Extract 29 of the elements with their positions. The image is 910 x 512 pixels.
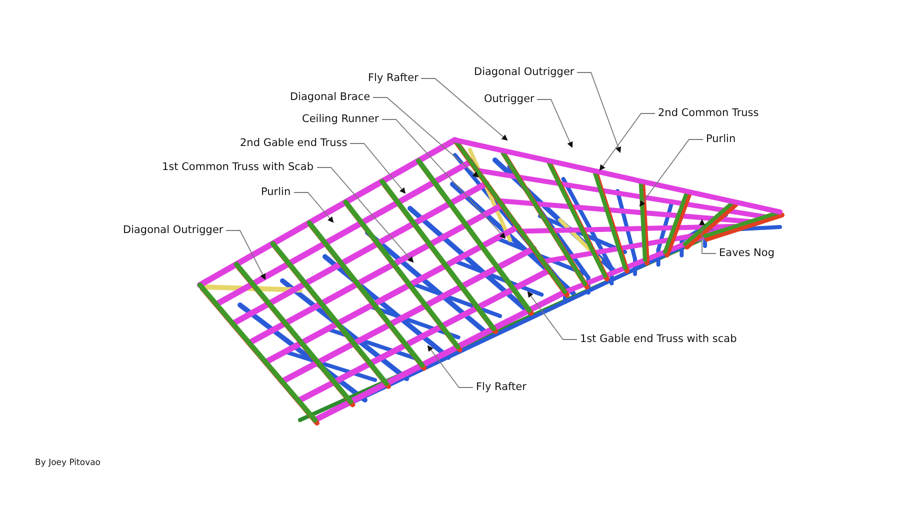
callout-label: Fly Rafter [476, 381, 526, 394]
callout-label: Outrigger [484, 93, 534, 106]
callout-label: Diagonal Outrigger [474, 66, 574, 79]
leader-line [316, 167, 414, 263]
leader-line [294, 192, 334, 223]
callout-label: Fly Rafter [368, 72, 418, 85]
leader-line [226, 230, 266, 280]
callout-label: 2nd Common Truss [658, 107, 759, 120]
leader-line [420, 78, 508, 141]
leader-line [372, 97, 479, 178]
callout-label: Diagonal Brace [290, 91, 370, 104]
leader-line [599, 113, 656, 171]
callout-label: Ceiling Runner [302, 113, 379, 126]
leader-line [536, 99, 573, 148]
leader-line [699, 219, 716, 254]
callout-label: Diagonal Outrigger [123, 224, 224, 237]
callout-label: Purlin [261, 186, 291, 199]
leader-line [639, 139, 704, 207]
leader-line [382, 119, 506, 239]
callout-label: 2nd Gable end Truss [240, 137, 348, 150]
callout-label: Eaves Nog [719, 247, 774, 260]
leader-line [427, 345, 474, 388]
leader-line [576, 72, 622, 153]
callout-label: 1st Common Truss with Scab [162, 161, 314, 174]
leader-line [350, 143, 406, 194]
callout-label: 1st Gable end Truss with scab [580, 333, 737, 346]
author-credit: By Joey Pitovao [35, 458, 101, 468]
leader-line [527, 291, 578, 340]
callout-label: Purlin [706, 133, 736, 146]
